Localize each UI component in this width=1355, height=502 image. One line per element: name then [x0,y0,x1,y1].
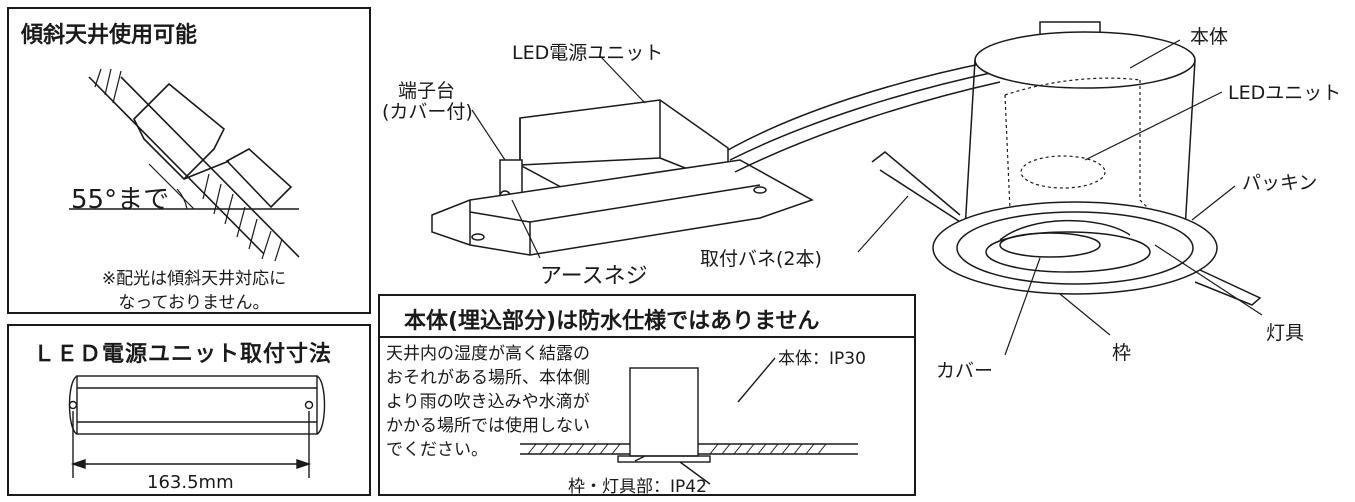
label-body-ip: 本体：IP30 [778,349,866,369]
label-led-unit: LEDユニット [1228,82,1342,104]
waterproof-text-line: でください。 [386,440,488,460]
label-body: 本体 [1190,26,1229,48]
psu-dimension-panel: ＬＥＤ電源ユニット取付寸法 163.5mm [7,324,371,496]
label-earth-screw: アースネジ [540,264,648,289]
waterproof-text-line: より雨の吹き込みや水滴が [386,392,590,412]
label-psu: LED電源ユニット [512,42,664,64]
psu-dimension-drawing [68,375,326,478]
label-terminal-cover: (カバー付) [382,101,473,123]
label-frame: 枠 [1112,342,1132,364]
incline-ceiling-drawing [69,68,300,262]
incline-note: ※配光は傾斜天井対応に なっておりません。 [49,267,339,315]
waterproof-text: 天井内の湿度が高く結露の おそれがある場所、本体側 より雨の吹き込みや水滴が か… [386,342,590,462]
waterproof-panel: 本体(埋込部分)は防水仕様ではありません 天井内の湿度が高く結露の おそれがある… [378,294,916,497]
incline-panel-title: 傾斜天井使用可能 [21,23,198,48]
incline-note-line1: ※配光は傾斜天井対応に [101,269,287,289]
incline-note-line2: なっておりません。 [118,293,270,313]
psu-dimension-value: 163.5mm [147,472,234,493]
waterproof-panel-title: 本体(埋込部分)は防水仕様ではありません [404,309,820,334]
waterproof-text-line: おそれがある場所、本体側 [386,368,590,388]
ip-rating-drawing [520,357,858,485]
label-mount-spring: 取付バネ(2本) [700,248,822,270]
label-cover: カバー [936,360,994,382]
waterproof-text-line: かかる場所では使用しない [386,416,590,436]
label-packing: パッキン [1242,172,1318,194]
waterproof-text-line: 天井内の湿度が高く結露の [386,344,590,364]
label-terminal-block: 端子台 [398,80,456,102]
waterproof-title-bar [380,296,914,338]
angle-label: 55°まで [71,185,170,215]
label-fixture: 灯具 [1266,322,1305,344]
label-frame-ip: 枠・灯具部：IP42 [568,477,707,497]
psu-panel-title: ＬＥＤ電源ユニット取付寸法 [33,342,333,367]
incline-ceiling-panel: 傾斜天井使用可能 55°まで ※配光は傾斜天井対応に なっておりません。 [7,7,371,314]
